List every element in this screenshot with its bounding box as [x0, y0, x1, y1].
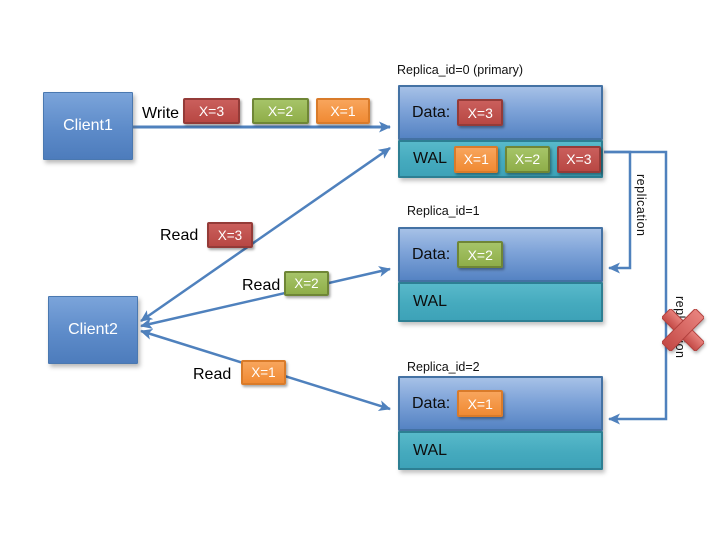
- read-label: Read: [193, 366, 232, 383]
- read-label: Read: [242, 277, 281, 294]
- replica-2-data-section: Data: X=1: [398, 376, 603, 431]
- wal-value-chip: X=1: [454, 145, 499, 173]
- write-value-chip: X=1: [316, 98, 370, 124]
- wal-value-chip: X=3: [556, 145, 602, 173]
- read-value-chip: X=2: [284, 271, 329, 296]
- data-section-label: Data:: [412, 245, 451, 263]
- data-section-label: Data:: [412, 394, 451, 412]
- read-value-chip: X=1: [241, 360, 286, 385]
- write-label: Write: [142, 105, 180, 122]
- read-value-chip: X=3: [207, 222, 253, 248]
- client1-label: Client1: [63, 117, 113, 134]
- wal-section-label: WAL: [413, 441, 448, 459]
- write-value-chip: X=3: [183, 98, 240, 124]
- replica-0-data-section: Data: X=3: [398, 85, 603, 140]
- replica-2-title: Replica_id=2: [407, 360, 480, 374]
- wal-section-label: WAL: [413, 293, 448, 310]
- data-value-chip: X=2: [457, 241, 504, 268]
- replication-arrow-to-replica1: [604, 150, 632, 274]
- replica-0-title: Replica_id=0 (primary): [397, 63, 524, 77]
- replica-2-wal-section: WAL: [398, 431, 603, 470]
- read-label: Read: [160, 227, 199, 244]
- client2-node: Client2: [48, 296, 138, 364]
- replica-0-wal-section: WAL X=1 X=2 X=3: [398, 140, 603, 178]
- replication-failure-x-icon: [662, 309, 704, 351]
- replica-1-data-section: Data: X=2: [398, 227, 603, 282]
- read-x2-arrow: [140, 266, 391, 329]
- client1-node: Client1: [43, 92, 133, 160]
- data-value-chip: X=3: [457, 99, 504, 126]
- wal-section-label: WAL: [413, 150, 448, 167]
- data-section-label: Data:: [412, 103, 451, 121]
- replication-arrow-to-replica2: [604, 150, 668, 425]
- write-value-chip: X=2: [252, 98, 309, 124]
- client2-label: Client2: [68, 321, 118, 338]
- data-value-chip: X=1: [457, 390, 504, 417]
- replica-1-wal-section: WAL: [398, 282, 603, 322]
- replication-label: replication: [634, 174, 648, 237]
- wal-value-chip: X=2: [505, 145, 550, 173]
- replica-1-title: Replica_id=1: [407, 204, 480, 218]
